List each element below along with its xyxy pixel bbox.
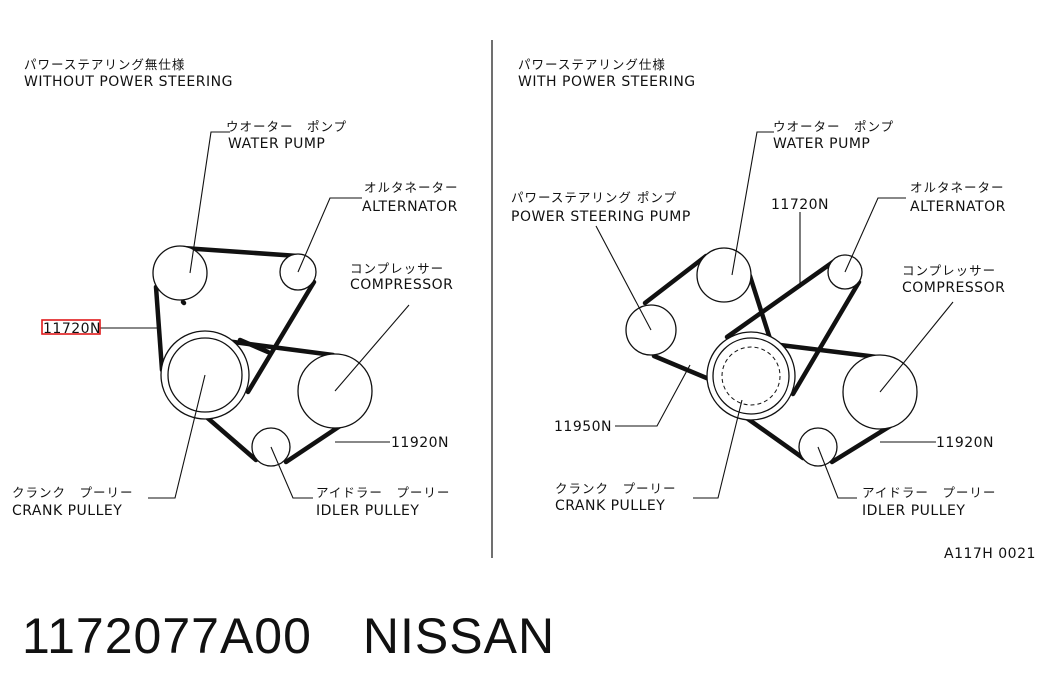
power-steering-label-jp: パワーステアリング ポンプ (511, 190, 677, 205)
alternator-leader (297, 197, 362, 273)
left-title-jp: パワーステアリング無仕様 (24, 57, 185, 72)
idler-label-jp: アイドラー プーリー (862, 485, 996, 500)
belt-segment (790, 279, 862, 397)
belt-c-leader (615, 364, 691, 427)
crank-label-jp: クランク プーリー (555, 481, 677, 496)
power-steering-leader (595, 225, 652, 331)
idler-label-jp: アイドラー プーリー (316, 485, 450, 500)
crank-label-jp: クランク プーリー (12, 485, 134, 500)
belt-segment (180, 299, 187, 306)
belt-segment (200, 411, 259, 463)
compressor-label-en: COMPRESSOR (902, 280, 1005, 296)
idler-label-en: IDLER PULLEY (862, 503, 965, 519)
crank-label-en: CRANK PULLEY (12, 503, 122, 519)
alternator-label-jp: オルタネーター (364, 180, 459, 195)
water-pump-pulley (696, 247, 752, 303)
idler-leader (270, 446, 313, 499)
right-title-jp: パワーステアリング仕様 (518, 57, 666, 72)
right-title-en: WITH POWER STEERING (518, 74, 696, 90)
water-pump-label-jp: ウオーター ポンプ (773, 119, 894, 134)
left-title-en: WITHOUT POWER STEERING (24, 74, 233, 90)
alternator-label-en: ALTERNATOR (362, 199, 458, 215)
belt-segment (651, 353, 719, 385)
belt-a-highlight (41, 319, 101, 335)
belt-a-label: 11720N (43, 321, 101, 337)
belt-segment (738, 411, 806, 461)
belt-segment (245, 279, 317, 395)
belt-a-label: 11720N (771, 197, 829, 213)
compressor-leader (879, 301, 954, 393)
compressor-leader (334, 304, 410, 392)
idler-leader (817, 446, 857, 499)
part-number-title: 1172077A00 NISSAN (22, 608, 556, 664)
crank-label-en: CRANK PULLEY (555, 498, 665, 514)
water-pump-label-en: WATER PUMP (773, 136, 870, 152)
belt-b-label: 11920N (391, 435, 449, 451)
belt-segment (724, 259, 836, 340)
water-pump-leader (189, 131, 230, 274)
belt-segment (642, 253, 709, 306)
alternator-label-jp: オルタネーター (910, 180, 1005, 195)
right-panel: パワーステアリング仕様 WITH POWER STEERING (511, 57, 1006, 519)
alternator-label-en: ALTERNATOR (910, 199, 1006, 215)
water-pump-leader (731, 131, 774, 276)
crank-leader (148, 374, 206, 499)
belt-segment (777, 342, 880, 360)
water-pump-pulley (152, 245, 208, 301)
water-pump-label-en: WATER PUMP (228, 136, 325, 152)
belt-segment (237, 337, 271, 355)
left-panel: パワーステアリング無仕様 WITHOUT POWER STEERING ウ (12, 57, 459, 519)
crank-pulley-hub (721, 346, 781, 406)
power-steering-label-en: POWER STEERING PUMP (511, 209, 691, 225)
belt-b-label: 11920N (936, 435, 994, 451)
idler-label-en: IDLER PULLEY (316, 503, 419, 519)
crank-leader (693, 399, 743, 499)
belt-segment (180, 245, 301, 259)
crank-pulley-mid (712, 337, 790, 415)
compressor-label-jp: コンプレッサー (350, 261, 444, 276)
water-pump-label-jp: ウオーター ポンプ (226, 119, 347, 134)
alternator-leader (844, 197, 906, 273)
belt-c-label: 11950N (554, 419, 612, 435)
compressor-label-en: COMPRESSOR (350, 277, 453, 293)
compressor-label-jp: コンプレッサー (902, 263, 996, 278)
figure-code: A117H 0021 (944, 546, 1036, 562)
belt-segment (215, 337, 336, 358)
